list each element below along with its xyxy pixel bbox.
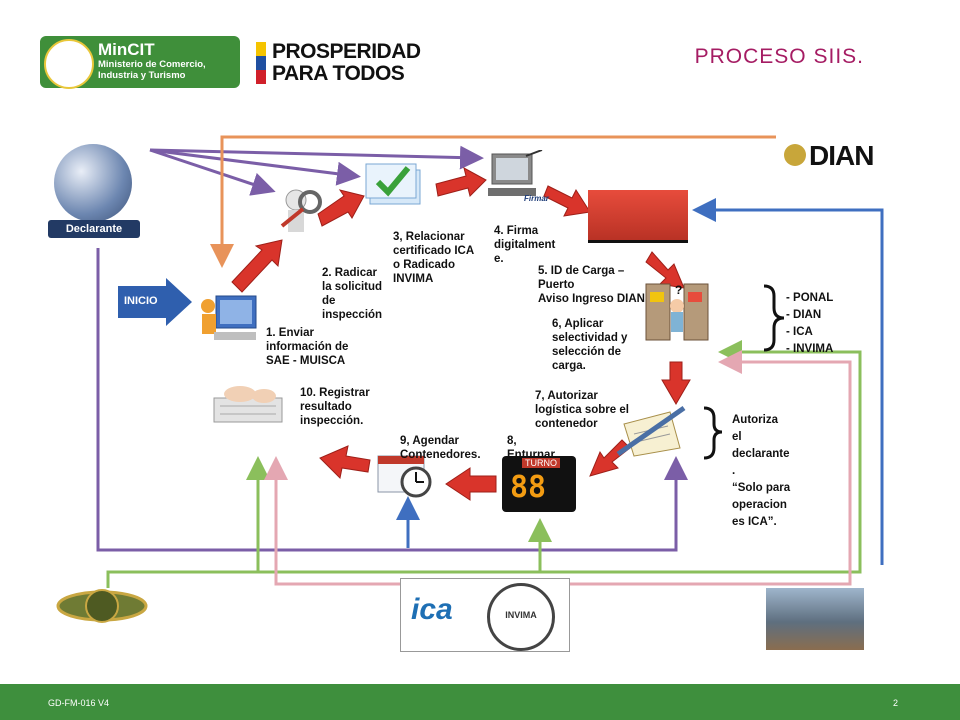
turn-display-icon: TURNO 88: [502, 456, 576, 512]
prosperidad-line2: PARA TODOS: [272, 62, 405, 85]
brace-autoriza: [703, 406, 723, 460]
document-code: GD-FM-016 V4: [48, 698, 110, 708]
red-arrow-6-7: [661, 361, 691, 405]
entity-dian: - DIAN: [786, 309, 822, 321]
entity-ica: - ICA: [786, 326, 813, 338]
line-declarante-to-step4: [149, 145, 484, 170]
invima-seal-icon: INVIMA: [487, 583, 555, 651]
entities-list: - PONAL - DIAN - ICA - INVIMA: [786, 290, 833, 358]
line-declarante-bottom: [96, 248, 688, 552]
prosperidad-line1: PROSPERIDAD: [272, 40, 421, 63]
turno-label: TURNO: [522, 458, 560, 468]
entity-invima: - INVIMA: [786, 343, 834, 355]
step-8-label: 8,Enturnar.: [507, 435, 558, 461]
footer-bar: GD-FM-016 V4 2: [0, 684, 960, 720]
documents-check-icon: [365, 163, 421, 205]
brace-entities: [763, 284, 785, 352]
red-arrow-5-6: [645, 251, 685, 289]
line-green-bottom: [106, 340, 862, 588]
mincit-subtitle: Ministerio de Comercio, Industria y Turi…: [98, 59, 206, 81]
selectivity-doors-icon: ?: [645, 283, 709, 341]
colombia-seal-icon: [44, 39, 94, 89]
mincit-brand: MinCIT: [98, 40, 155, 59]
page-number: 2: [892, 698, 898, 708]
line-pink-bottom: [570, 350, 852, 586]
red-arrow-2-3: [317, 189, 365, 227]
turno-digits: 88: [510, 470, 547, 505]
declarante-icon: Declarante: [48, 140, 140, 238]
authorize-pen-icon: [616, 405, 686, 457]
invima-label: INVIMA: [505, 610, 537, 620]
red-arrow-7-8: [589, 439, 631, 477]
line-dian-to-step1: [210, 135, 776, 268]
red-arrow-3-4: [435, 167, 487, 197]
calendar-clock-icon: [377, 455, 432, 498]
ica-invima-logos: ica INVIMA: [400, 578, 570, 652]
digital-signature-computer-icon: [488, 150, 543, 196]
line-port-to-container: [692, 198, 884, 565]
port-photo: [766, 588, 864, 650]
flag-bars-icon: [256, 42, 266, 84]
prosperidad-logo: PROSPERIDAD PARA TODOS: [256, 40, 426, 86]
firmar-label: Firmar: [524, 194, 549, 203]
ica-logo: ica: [411, 593, 453, 626]
inicio-label: INICIO: [124, 295, 158, 307]
red-arrow-9-10: [319, 445, 371, 480]
declarante-label: Declarante: [48, 220, 140, 238]
line-declarante-to-step3: [149, 148, 361, 186]
dian-label: DIAN: [809, 140, 874, 171]
globe-icon: [54, 144, 132, 222]
line-declarante-to-step2: [149, 148, 276, 196]
line-pink-to-step10: [264, 456, 400, 586]
page-title: PROCESO SIIS.: [694, 45, 864, 68]
shipping-container-icon: [588, 190, 688, 243]
computer-user-icon: [201, 295, 257, 340]
keyboard-typing-icon: [213, 386, 283, 423]
mincit-logo: MinCIT Ministerio de Comercio, Industria…: [40, 36, 240, 89]
inicio-arrow-icon: [118, 278, 192, 326]
dian-logo: DIAN: [782, 138, 878, 180]
entity-ponal: - PONAL: [786, 292, 834, 304]
red-arrow-8-9: [445, 467, 497, 501]
dian-emblem-icon: [784, 144, 806, 166]
red-arrow-1-2: [231, 239, 283, 293]
red-arrow-4-5: [543, 185, 591, 217]
inspector-magnifier-icon: [280, 189, 322, 232]
svg-text:?: ?: [675, 283, 682, 297]
antinarcoticos-badge-icon: [56, 589, 148, 623]
